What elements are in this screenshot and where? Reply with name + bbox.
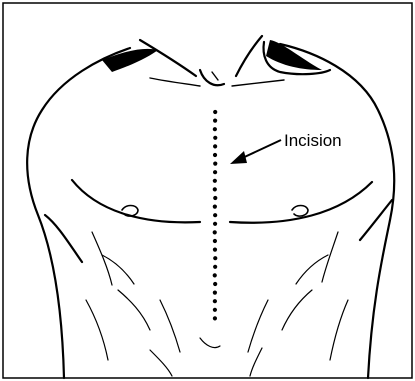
incision-dot — [213, 273, 217, 277]
navel-sketch — [200, 338, 220, 348]
incision-dot — [213, 308, 217, 312]
arrow-head — [230, 151, 247, 164]
left-abdomen-line — [160, 300, 180, 352]
incision-dot — [213, 316, 217, 320]
incision-pointer-arrow — [230, 140, 281, 164]
incision-dot — [213, 196, 217, 200]
lower-abdomen-sketch-right — [250, 348, 262, 376]
incision-dot — [213, 205, 217, 209]
right-neck-line — [236, 36, 262, 76]
incision-dot — [213, 230, 217, 234]
right-shoulder-outline — [280, 44, 394, 378]
incision-dot — [213, 291, 217, 295]
lower-abdomen-sketch-left — [150, 350, 172, 376]
incision-dot — [213, 127, 217, 131]
incision-dot — [213, 256, 217, 260]
left-neck-line — [140, 40, 196, 76]
incision-dot — [213, 170, 217, 174]
left-rib-line-4 — [86, 300, 108, 360]
incision-dot — [213, 119, 217, 123]
right-abdomen-line — [248, 300, 268, 352]
incision-dot — [213, 162, 217, 166]
incision-dot — [213, 179, 217, 183]
left-shoulder-outline — [27, 48, 130, 378]
incision-label: Incision — [284, 131, 342, 150]
left-nipple — [122, 206, 138, 217]
incision-dot — [213, 265, 217, 269]
incision-dot — [213, 136, 217, 140]
incision-dot — [213, 110, 217, 114]
left-pectoral-border — [72, 180, 200, 222]
incision-dot — [213, 187, 217, 191]
left-trapezius-shading — [102, 49, 158, 72]
torso-illustration — [27, 36, 394, 378]
frame-border — [3, 3, 412, 378]
incision-dot — [213, 222, 217, 226]
incision-dotted-line — [213, 110, 218, 321]
right-rib-line-3 — [282, 290, 312, 330]
right-nipple — [292, 206, 308, 217]
incision-dot — [213, 153, 217, 157]
incision-dot — [213, 239, 217, 243]
left-rib-line-3 — [118, 290, 150, 330]
left-clavicle — [150, 78, 200, 86]
clavicle-notch-detail — [212, 72, 218, 80]
right-rib-line-4 — [330, 300, 348, 360]
incision-dot — [213, 282, 217, 286]
right-clavicle — [232, 80, 284, 86]
incision-dot — [213, 213, 217, 217]
incision-dot — [213, 248, 217, 252]
incision-dot — [213, 144, 217, 148]
incision-dot — [213, 299, 217, 303]
